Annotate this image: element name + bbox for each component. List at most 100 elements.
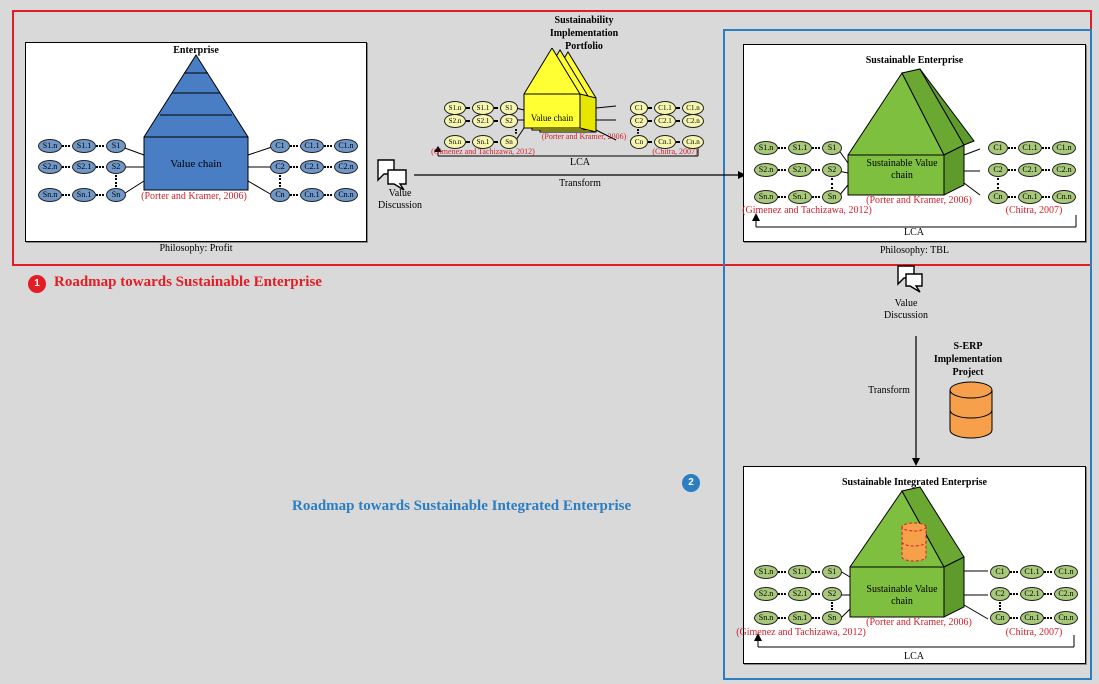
supplier-node: S2.n	[38, 160, 62, 174]
portfolio-lca-label: LCA	[570, 157, 590, 168]
customer-node: C1	[630, 101, 648, 115]
node-connector	[62, 194, 70, 196]
sustainable-value-chain-label: Sustainable Value chain	[866, 158, 938, 181]
supplier-node: S1.n	[444, 101, 466, 115]
node-connector	[290, 194, 298, 196]
enterprise-value-chain-label: Value chain	[170, 158, 222, 170]
supplier-node: Sn.n	[754, 190, 778, 204]
node-connector	[778, 147, 786, 149]
integrated-citation-left: (Gimenez and Tachizawa, 2012)	[736, 627, 866, 638]
node-connector	[1042, 196, 1050, 198]
node-connector	[96, 145, 104, 147]
node-connector	[648, 120, 652, 122]
supplier-node: Sn	[500, 135, 518, 149]
node-connector	[648, 141, 652, 143]
node-connector	[676, 107, 680, 109]
supplier-node: S2.n	[444, 114, 466, 128]
enterprise-title: Enterprise	[173, 45, 219, 56]
customer-node: C1.1	[1020, 565, 1044, 579]
customer-node: C2	[630, 114, 648, 128]
node-connector	[96, 194, 104, 196]
customer-node: Cn	[990, 611, 1010, 625]
customer-node: C1.1	[300, 139, 324, 153]
supplier-node: S1.n	[38, 139, 62, 153]
customer-node: C2	[990, 587, 1010, 601]
supplier-node: S1.1	[72, 139, 96, 153]
node-connector	[324, 194, 332, 196]
node-connector	[812, 593, 820, 595]
sustainable-lca-label: LCA	[904, 227, 924, 238]
node-connector	[812, 147, 820, 149]
node-connector	[1010, 571, 1018, 573]
sustainable-pyramid	[752, 68, 1077, 228]
customer-node: C1.n	[1054, 565, 1078, 579]
node-connector	[676, 141, 680, 143]
customer-node: C1.1	[654, 101, 676, 115]
node-connector	[1044, 593, 1052, 595]
value-discussion-2: Value Discussion	[884, 298, 928, 321]
serp-title: S-ERP Implementation Project	[933, 341, 1003, 378]
supplier-node: Sn	[822, 611, 842, 625]
customer-node: Cn.n	[682, 135, 704, 149]
customer-node: C2.1	[1020, 587, 1044, 601]
customer-node: C2.1	[300, 160, 324, 174]
node-connector	[96, 166, 104, 168]
node-vertical-connector	[831, 178, 833, 189]
supplier-node: S1.1	[788, 141, 812, 155]
node-connector	[1008, 147, 1016, 149]
node-connector	[62, 166, 70, 168]
node-vertical-connector	[279, 175, 281, 187]
sustainable-citation-right: (Chitra, 2007)	[1005, 205, 1063, 216]
node-connector	[324, 145, 332, 147]
transform-2: Transform	[868, 385, 910, 396]
roadmap-1-badge: 1	[28, 275, 46, 293]
node-connector	[1042, 169, 1050, 171]
sustainable-enterprise-panel: Sustainable Enterprise Sustainable Value…	[742, 44, 1086, 256]
supplier-node: S1	[106, 139, 126, 153]
customer-node: Cn.1	[1018, 190, 1042, 204]
supplier-node: S1.1	[472, 101, 494, 115]
customer-node: C2.n	[1052, 163, 1076, 177]
supplier-node: Sn.n	[38, 188, 62, 202]
node-connector	[812, 571, 820, 573]
supplier-node: S2.n	[754, 587, 778, 601]
node-connector	[778, 169, 786, 171]
customer-node: C2	[270, 160, 290, 174]
customer-node: C2.1	[654, 114, 676, 128]
portfolio-citation-left: (Gimenez and Tachizawa, 2012)	[431, 147, 535, 156]
node-connector	[1010, 617, 1018, 619]
supplier-node: Sn.n	[754, 611, 778, 625]
node-connector	[812, 169, 820, 171]
integrated-value-chain-label: Sustainable Value chain	[866, 584, 938, 607]
roadmap-2-label: Roadmap towards Sustainable Integrated E…	[292, 498, 632, 514]
portfolio-title: Sustainability Implementation Portfolio	[549, 15, 619, 52]
node-connector	[1008, 196, 1016, 198]
customer-node: Cn.1	[654, 135, 676, 149]
enterprise-panel: Enterprise Value chain (Porter and Krame…	[25, 42, 367, 254]
portfolio-citation-right: (Chitra, 2007)	[652, 147, 698, 156]
supplier-node: Sn.1	[72, 188, 96, 202]
roadmap-1-label: Roadmap towards Sustainable Enterprise	[54, 274, 322, 290]
value-discussion-1: Value Discussion	[378, 188, 422, 211]
node-connector	[290, 145, 298, 147]
customer-node: Cn.n	[334, 188, 358, 202]
node-vertical-connector	[997, 178, 999, 189]
supplier-node: Sn.1	[788, 611, 812, 625]
customer-node: Cn.n	[1052, 190, 1076, 204]
node-connector	[778, 593, 786, 595]
node-connector	[778, 617, 786, 619]
supplier-node: S2	[822, 163, 842, 177]
customer-node: C2.n	[334, 160, 358, 174]
supplier-node: Sn.n	[444, 135, 466, 149]
node-connector	[812, 617, 820, 619]
node-connector	[466, 141, 470, 143]
supplier-node: S1.n	[754, 565, 778, 579]
flow-1-arrows	[377, 159, 746, 191]
customer-node: Cn	[270, 188, 290, 202]
node-connector	[1044, 571, 1052, 573]
integrated-citation: (Porter and Kramer, 2006)	[866, 617, 972, 628]
customer-node: Cn.n	[1054, 611, 1078, 625]
customer-node: C1	[988, 141, 1008, 155]
customer-node: C1.n	[682, 101, 704, 115]
